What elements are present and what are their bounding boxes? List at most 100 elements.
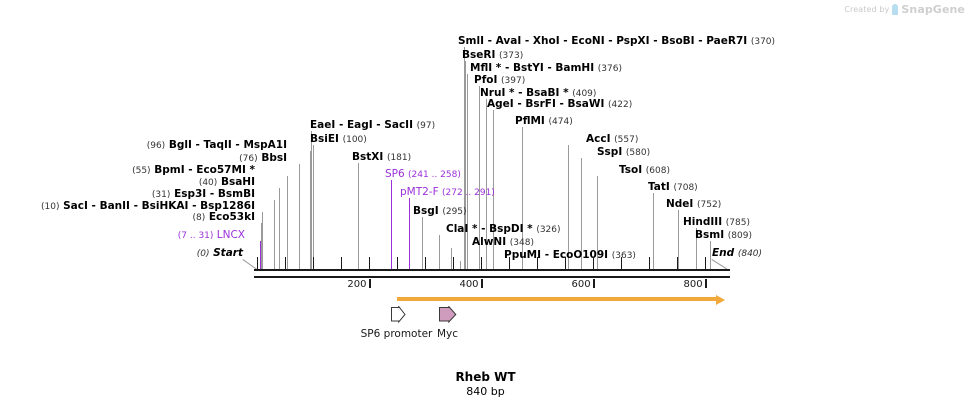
site-name-mflI: MflI * - BstYI - BamHI (470, 62, 595, 74)
leader-line-nruI (485, 99, 487, 269)
site-label-sacI: (10) SacI - BanII - BsiHKAI - Bsp1286I (41, 201, 255, 213)
site-position-ageI: (422) (608, 100, 633, 110)
leader-line-alwNI (451, 248, 453, 269)
site-name-ppuMI: PpuMI - EcoO109I (504, 249, 609, 261)
site-name-pfoI: PfoI (474, 74, 498, 86)
primer-label-pmt2f: pMT2-F (272 .. 291) (400, 187, 495, 199)
leader-line-bstXI (357, 163, 359, 269)
ruler-tick-label: 600 (571, 278, 591, 290)
site-label-ndeI: NdeI (752) (666, 199, 721, 211)
site-position-bpmI: (55) (132, 166, 151, 176)
site-label-ageI: AgeI - BsrFI - BsaWI (422) (487, 99, 632, 111)
leader-line-tatI (653, 193, 655, 269)
site-label-esp3I: (31) Esp3I - BsmBI (152, 189, 255, 201)
site-name-bpmI: BpmI - Eco57MI * (154, 164, 255, 176)
ruler-minor-tick (620, 256, 622, 269)
site-label-bsaHI: (40) BsaHI (199, 177, 255, 189)
leader-line-eaeI (310, 131, 312, 269)
feature-sp6_promoter (391, 306, 407, 323)
site-position-pflMI: (474) (548, 117, 573, 127)
leader-line-ppuMI (459, 261, 461, 269)
site-position-esp3I: (31) (151, 190, 171, 200)
site-name-claI: ClaI * - BspDI * (446, 223, 533, 235)
feature-rheb_cds (396, 295, 725, 305)
watermark-brand: SnapGene (901, 3, 965, 16)
site-name-alwNI: AlwNI (472, 236, 507, 248)
ruler-minor-tick (536, 256, 538, 269)
leader-line-bpmI (287, 176, 289, 269)
leader-line-accI (568, 145, 570, 269)
leader-line-esp3I (273, 200, 275, 269)
primer-name-sp6: SP6 (385, 168, 405, 180)
leader-line-sspI (581, 158, 583, 269)
site-name-bglI: BglI - TaqII - MspA1I (168, 139, 287, 151)
site-label-bsmI: BsmI (809) (695, 230, 752, 242)
leader-line-ageI (492, 110, 494, 269)
leader-line-bseRI (465, 61, 467, 269)
site-name-bsmI: BsmI (695, 229, 725, 241)
site-position-tsoI: (608) (645, 166, 670, 176)
site-name-bsgI: BsgI (413, 205, 439, 217)
site-name-tsoI: TsoI (619, 164, 643, 176)
leader-line-bbsI (299, 164, 301, 269)
ruler-tick-label: 200 (347, 278, 367, 290)
ruler-minor-tick (284, 256, 286, 269)
ruler-minor-tick (508, 256, 510, 269)
site-label-mflI: MflI * - BstYI - BamHI (376) (470, 63, 622, 75)
primer-position-pmt2f: (272 .. 291) (442, 188, 495, 198)
site-label-accI: AccI (557) (586, 134, 638, 146)
ruler-minor-tick (480, 256, 482, 269)
site-name-eco53kI: Eco53kI (208, 211, 255, 223)
site-position-bbsI: (76) (239, 154, 258, 164)
primer-label-lncx: (7 .. 31) LNCX (178, 230, 245, 242)
ruler-minor-tick (452, 256, 454, 269)
start-label-position: (0) (196, 249, 210, 259)
ruler-major-tick (368, 278, 371, 288)
leader-line-bglI (310, 151, 312, 269)
site-position-alwNI: (348) (509, 238, 534, 248)
site-position-bsgI: (295) (442, 207, 467, 217)
leader-line-mflI (467, 74, 469, 269)
leader-line-pfoI (478, 86, 480, 269)
ruler-minor-tick (368, 256, 370, 269)
site-label-bglI: (96) BglI - TaqII - MspA1I (147, 140, 287, 152)
site-name-ageI: AgeI - BsrFI - BsaWI (487, 98, 605, 110)
site-name-pflMI: PflMI (515, 115, 545, 127)
end-label-text: End (712, 247, 735, 259)
site-position-nruI: (409) (572, 89, 597, 99)
ruler-minor-tick (256, 256, 258, 269)
leader-line-eco53kI (260, 223, 262, 269)
ruler-tick-label: 400 (459, 278, 479, 290)
ruler-minor-tick (564, 256, 566, 269)
leader-line-claI (439, 235, 441, 269)
site-label-tatI: TatI (708) (648, 182, 698, 194)
site-name-bseRI: BseRI (462, 49, 496, 61)
primer-position-sp6: (241 .. 258) (408, 170, 461, 180)
site-position-bsmI: (809) (727, 231, 752, 241)
site-position-eaeI: (97) (416, 121, 436, 131)
site-position-claI: (326) (536, 225, 561, 235)
site-label-tsoI: TsoI (608) (619, 165, 670, 177)
feature-arrowhead-rheb_cds (715, 295, 725, 305)
site-name-bsaHI: BsaHI (220, 176, 255, 188)
site-position-bglI: (96) (146, 141, 166, 151)
site-position-hindIII: (785) (725, 218, 750, 228)
backbone-top-line (253, 268, 730, 271)
site-name-esp3I: Esp3I - BsmBI (174, 188, 255, 200)
map-title: Rheb WT (455, 370, 516, 384)
site-position-sacI: (10) (40, 202, 60, 212)
watermark-created-by: Created by (844, 5, 890, 14)
site-position-mflI: (376) (597, 64, 622, 74)
primer-position-lncx: (7 .. 31) (177, 231, 214, 241)
site-label-bsgI: BsgI (295) (413, 206, 467, 218)
leader-line-bsaHI (278, 188, 280, 269)
feature-label-sp6_promoter: SP6 promoter (360, 328, 433, 340)
start-label-text: Start (213, 247, 243, 259)
snapgene-watermark: Created by SnapGene (844, 3, 965, 16)
site-position-tatI: (708) (673, 183, 698, 193)
primer-name-pmt2f: pMT2-F (400, 186, 439, 198)
site-name-sacI: SacI - BanII - BsiHKAI - Bsp1286I (63, 200, 255, 212)
ruler-major-tick (704, 278, 707, 288)
site-label-bsiEI: BsiEI (100) (310, 134, 367, 146)
ruler-minor-tick (676, 256, 678, 269)
